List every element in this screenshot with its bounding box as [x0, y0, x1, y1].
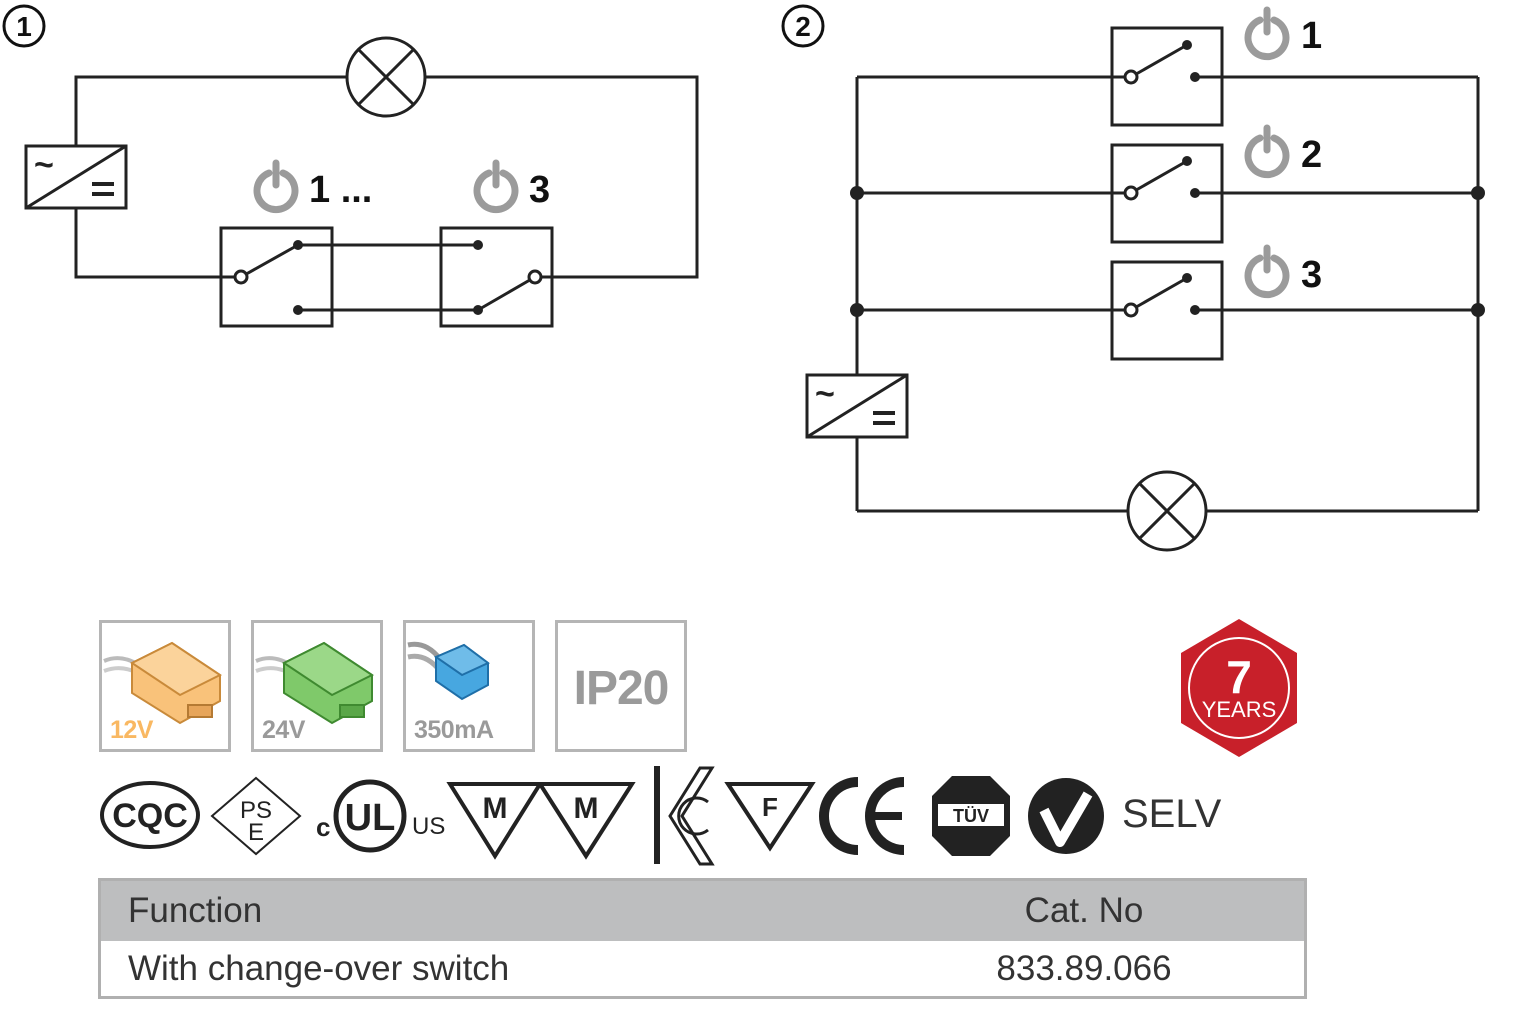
ce-text: CE [879, 867, 881, 869]
tile-ip20: IP20 [555, 620, 687, 752]
certification-marks: CQC PS E c UL US M M F CE TÜV [100, 766, 1104, 869]
rcm-mark-icon [1028, 778, 1104, 854]
diagram-2-marker-label: 2 [795, 11, 811, 42]
connector-24v-icon [255, 641, 374, 725]
switch-label: 1 ... [309, 169, 372, 211]
cell-cat-no: 833.89.066 [864, 941, 1306, 998]
ul-c-text: c [316, 812, 330, 842]
tile-label: 350mA [414, 716, 494, 744]
change-over-switch-icon [1110, 260, 1224, 361]
switch-label: 3 [529, 169, 550, 211]
column-header-cat-no: Cat. No [864, 879, 1306, 941]
pse-text-bottom: E [248, 819, 264, 846]
column-header-function: Function [99, 879, 864, 941]
diagram-1: 1 ~ [2, 4, 699, 328]
warranty-number: 7 [1226, 651, 1252, 703]
product-table: Function Cat. No With change-over switch… [98, 878, 1307, 999]
power-icon [257, 163, 295, 210]
tuv-text: TÜV [953, 806, 989, 826]
m-mark-icon: M M [446, 782, 636, 860]
power-icon [1248, 10, 1286, 57]
warranty-badge: 7 YEARS [1181, 619, 1297, 757]
ul-text: UL [345, 797, 396, 839]
change-over-switch-icon [219, 226, 334, 328]
ac-dc-converter-icon: ~ [24, 144, 128, 210]
svg-text:~: ~ [815, 375, 835, 413]
lamp-icon [345, 36, 427, 118]
pse-mark-icon: PS E [210, 776, 302, 856]
ul-us-text: US [412, 813, 445, 840]
pse-text-top: PS [240, 797, 272, 824]
wiring-diagrams: 1 ~ [2, 4, 1485, 552]
tile-label: 12V [110, 716, 153, 744]
selv-label: SELV [1122, 792, 1222, 836]
connector-12v-icon [103, 641, 222, 725]
cqc-text: CQC [112, 797, 188, 835]
power-icon [1248, 248, 1286, 295]
ul-mark-icon: c UL US [316, 779, 445, 853]
m-text-1: M [483, 792, 508, 825]
f-text: F [762, 792, 778, 822]
lamp-icon [1126, 470, 1208, 552]
ip-rating: IP20 [573, 662, 670, 715]
f-mark-icon: F [724, 782, 816, 852]
tile-label: 24V [262, 716, 305, 744]
change-over-switch-icon [1110, 26, 1224, 127]
diagram-1-marker-label: 1 [16, 11, 32, 42]
diagram-2-wires [855, 75, 1480, 513]
diagram-1-marker: 1 [2, 4, 46, 48]
change-over-switch-icon [439, 226, 554, 328]
switch-label: 2 [1301, 134, 1322, 176]
cqc-mark-icon: CQC [100, 781, 200, 849]
connector-350ma-icon [407, 641, 490, 701]
power-icon [477, 163, 515, 210]
tile-24v: 24V [251, 620, 383, 752]
switch-label: 1 [1301, 15, 1322, 57]
junction-dots [850, 186, 1485, 317]
table-header-row: Function Cat. No [99, 879, 1306, 941]
change-over-switch-icon [1110, 143, 1224, 244]
diagram-1-wires [74, 75, 699, 312]
svg-text:~: ~ [34, 146, 54, 184]
diagram-2: 2 [781, 4, 1485, 552]
tuv-mark-icon: TÜV [932, 776, 1010, 856]
tile-12v: 12V [99, 620, 231, 752]
kc-mark-icon [654, 766, 715, 866]
table-row: With change-over switch 833.89.066 [99, 941, 1306, 998]
power-icon [1248, 128, 1286, 175]
m-text-2: M [574, 792, 599, 825]
tile-350ma: 350mA [403, 620, 535, 752]
warranty-unit: YEARS [1202, 697, 1277, 722]
ac-dc-converter-icon: ~ [805, 373, 909, 439]
ce-mark-icon: CE [819, 777, 905, 869]
cell-function: With change-over switch [99, 941, 864, 998]
diagram-2-marker: 2 [781, 4, 825, 48]
switch-label: 3 [1301, 254, 1322, 296]
